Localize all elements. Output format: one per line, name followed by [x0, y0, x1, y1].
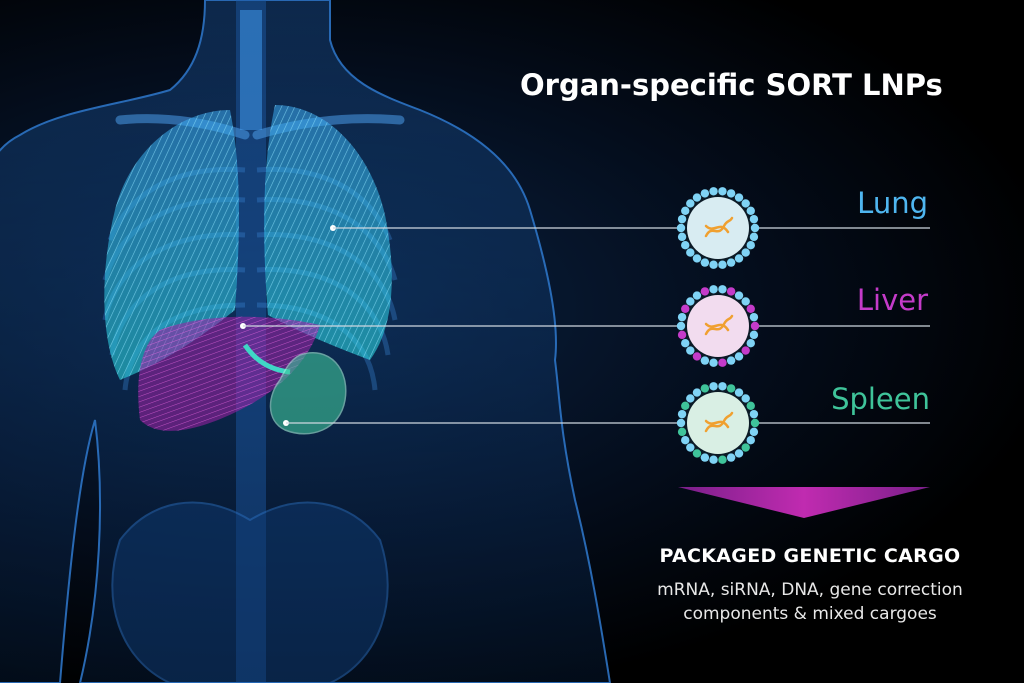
lipid-bead — [718, 358, 727, 367]
lipid-bead — [746, 304, 755, 314]
lung-organ — [104, 105, 392, 380]
organ-label-lung: Lung — [857, 186, 928, 220]
lipid-bead — [741, 394, 750, 403]
lipid-bead — [750, 223, 760, 233]
page-title: Organ-specific SORT LNPs — [520, 68, 943, 102]
lipid-bead — [709, 382, 718, 391]
lipid-bead — [726, 189, 736, 198]
lipid-bead — [677, 232, 687, 242]
lipid-bead — [749, 409, 759, 419]
lipid-bead — [686, 199, 695, 208]
lipid-bead — [734, 254, 744, 263]
lipid-bead — [676, 321, 686, 331]
lipid-bead — [686, 443, 695, 452]
cargo-title: PACKAGED GENETIC CARGO — [659, 545, 961, 567]
lipid-bead — [749, 312, 759, 322]
lipid-bead — [686, 394, 695, 403]
lipid-bead — [718, 285, 727, 294]
lipid-bead — [692, 193, 702, 202]
lipid-bead — [741, 248, 750, 257]
lipid-bead — [749, 214, 759, 224]
lipid-bead — [741, 199, 750, 208]
lipid-bead — [709, 455, 718, 464]
lipid-bead — [726, 384, 736, 393]
lipid-bead — [746, 435, 755, 445]
lipid-bead — [746, 338, 755, 348]
lipid-bead — [686, 346, 695, 355]
lipid-bead — [726, 258, 736, 267]
lipid-bead — [681, 338, 690, 348]
organ-label-spleen: Spleen — [831, 382, 930, 416]
lipid-bead — [734, 352, 744, 361]
lipid-nanoparticle-icon — [676, 187, 760, 269]
lipid-bead — [734, 291, 744, 300]
lipid-nanoparticle-icon — [676, 285, 760, 367]
lipid-bead — [700, 384, 710, 393]
lipid-bead — [692, 254, 702, 263]
lipid-bead — [681, 435, 690, 445]
lipid-bead — [686, 248, 695, 257]
lipid-bead — [749, 232, 759, 242]
lipid-bead — [709, 187, 718, 196]
lipid-bead — [746, 240, 755, 250]
lipid-bead — [741, 443, 750, 452]
lipid-bead — [681, 206, 690, 216]
lipid-bead — [677, 330, 687, 340]
genetic-cargo-strand — [704, 314, 734, 336]
lipid-bead — [700, 453, 710, 462]
organ-label-liver: Liver — [856, 283, 928, 317]
spleen-organ — [269, 352, 347, 435]
lipid-bead — [709, 285, 718, 294]
lipid-bead — [718, 455, 727, 464]
lipid-bead — [700, 189, 710, 198]
lipid-bead — [700, 287, 710, 296]
lipid-bead — [700, 356, 710, 365]
lipid-bead — [726, 287, 736, 296]
cargo-description: mRNA, siRNA, DNA, gene correction compon… — [600, 578, 1020, 626]
genetic-cargo-strand — [704, 216, 734, 238]
lipid-bead — [692, 352, 702, 361]
lipid-bead — [676, 223, 686, 233]
lipid-bead — [709, 260, 718, 269]
lipid-bead — [677, 409, 687, 419]
lipid-bead — [709, 358, 718, 367]
lipid-nanoparticle-icon — [676, 382, 760, 464]
lipid-bead — [741, 346, 750, 355]
lipid-bead — [750, 321, 760, 331]
lipid-bead — [681, 240, 690, 250]
lipid-bead — [746, 401, 755, 411]
lipid-bead — [718, 187, 727, 196]
lipid-bead — [749, 427, 759, 437]
lipid-bead — [681, 304, 690, 314]
lipid-bead — [692, 291, 702, 300]
lipid-bead — [700, 258, 710, 267]
lipid-bead — [741, 297, 750, 306]
genetic-cargo-strand — [704, 411, 734, 433]
lipid-bead — [734, 388, 744, 397]
lipid-bead — [749, 330, 759, 340]
lipid-bead — [718, 260, 727, 269]
lipid-bead — [677, 427, 687, 437]
lipid-bead — [746, 206, 755, 216]
cargo-description-line-2: components & mixed cargoes — [683, 604, 937, 624]
lipid-bead — [718, 382, 727, 391]
cargo-description-line-1: mRNA, siRNA, DNA, gene correction — [657, 580, 963, 600]
down-arrow-icon — [678, 487, 930, 518]
lipid-bead — [726, 453, 736, 462]
lipid-bead — [681, 401, 690, 411]
lipid-bead — [692, 449, 702, 458]
lipid-bead — [686, 297, 695, 306]
lipid-bead — [676, 418, 686, 428]
lipid-bead — [677, 312, 687, 322]
lipid-bead — [734, 449, 744, 458]
lipid-bead — [692, 388, 702, 397]
lipid-bead — [726, 356, 736, 365]
lipid-bead — [677, 214, 687, 224]
lipid-bead — [750, 418, 760, 428]
lipid-bead — [734, 193, 744, 202]
